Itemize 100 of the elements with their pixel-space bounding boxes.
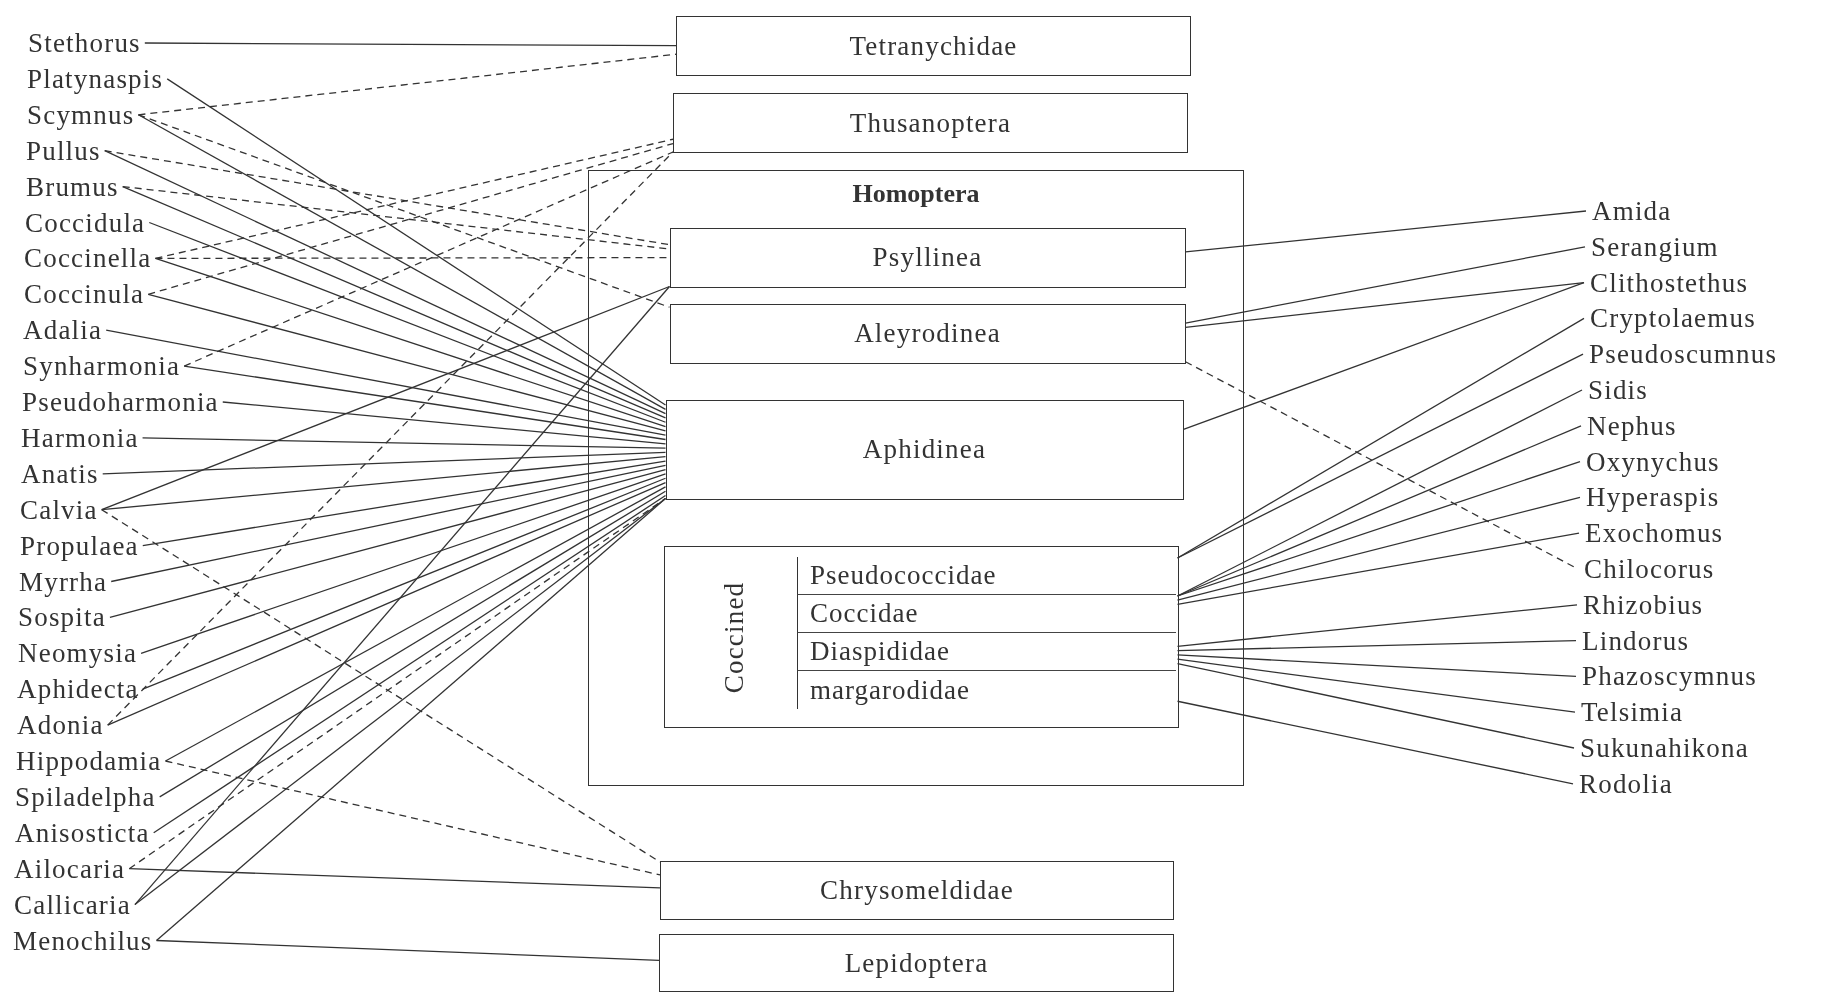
- taxon-box: Aleyrodinea: [669, 303, 1186, 364]
- genus-label: Hippodamia: [16, 745, 162, 777]
- genus-label: Cryptolaemus: [1590, 302, 1756, 335]
- connector-line: [128, 868, 661, 889]
- connector-line: [101, 456, 667, 511]
- connector-line: [1176, 662, 1575, 749]
- connector-line: [147, 293, 667, 432]
- connector-line: [141, 437, 667, 449]
- genus-label: Nephus: [1587, 409, 1677, 442]
- connector-line: [147, 142, 674, 295]
- connector-line: [183, 365, 667, 441]
- group-title: Coccined: [718, 581, 750, 694]
- connector-line: [1176, 639, 1577, 652]
- connector-line: [137, 114, 667, 410]
- connector-line: [1176, 496, 1581, 601]
- connector-line: [148, 221, 667, 423]
- connector-line: [107, 481, 667, 726]
- connector-line: [104, 150, 671, 246]
- genus-label: Anisosticta: [15, 816, 150, 849]
- connector-line: [137, 114, 671, 308]
- connector-line: [1176, 425, 1582, 597]
- connector-line: [122, 185, 667, 419]
- connector-line: [1184, 210, 1587, 253]
- genus-label: Scymnus: [27, 98, 135, 131]
- genus-label: Coccinella: [24, 242, 152, 275]
- connector-line: [154, 257, 667, 428]
- genus-label: Pullus: [26, 134, 101, 167]
- genus-label: Oxynychus: [1586, 445, 1720, 478]
- genus-label: Brumus: [26, 170, 119, 203]
- connector-line: [109, 469, 667, 619]
- connector-line: [105, 329, 667, 436]
- genus-label: Coccidula: [25, 206, 146, 239]
- genus-label: Anatis: [21, 457, 99, 490]
- family-row: Coccidae: [797, 595, 1176, 633]
- connector-line: [134, 285, 671, 906]
- connector-line: [140, 473, 667, 654]
- connector-line: [102, 451, 667, 475]
- connector-line: [144, 42, 677, 47]
- connector-line: [142, 460, 667, 547]
- genus-label: Neomysia: [18, 637, 138, 670]
- genus-label: Telsimia: [1581, 696, 1684, 729]
- genus-label: Pseudoharmonia: [22, 386, 219, 418]
- genus-label: Phazoscymnus: [1582, 660, 1757, 693]
- genus-label: Pseudoscumnus: [1589, 338, 1778, 371]
- taxon-box: Tetranychidae: [676, 16, 1191, 76]
- connector-line: [1176, 700, 1574, 785]
- genus-label: Exochomus: [1585, 517, 1724, 550]
- connector-line: [142, 477, 667, 690]
- genus-label: Menochilus: [13, 924, 153, 957]
- connector-line: [1182, 281, 1585, 431]
- genus-label: Rodolia: [1579, 767, 1673, 800]
- taxon-box: Psyllinea: [669, 227, 1186, 288]
- group-box: [663, 545, 1179, 728]
- connector-line: [155, 939, 660, 961]
- genus-label: Myrrha: [19, 565, 108, 598]
- family-row: Pseudococcidae: [797, 557, 1176, 595]
- connector-line: [101, 285, 671, 511]
- genus-label: Serangium: [1591, 230, 1719, 263]
- genus-label: Sospita: [18, 601, 106, 634]
- connector-line: [1184, 281, 1585, 329]
- group-title: Homoptera: [851, 179, 981, 209]
- genus-label: Synharmonia: [23, 350, 181, 383]
- taxon-box: Thusanoptera: [673, 93, 1188, 153]
- genus-label: Lindorus: [1582, 624, 1690, 657]
- family-row: Diaspididae: [797, 633, 1176, 671]
- genus-label: Rhizobius: [1583, 588, 1704, 621]
- connector-line: [1176, 532, 1580, 605]
- connector-line: [222, 401, 667, 445]
- genus-label: Clithostethus: [1590, 266, 1749, 299]
- genus-label: Propulaea: [20, 529, 139, 562]
- genus-label: Hyperaspis: [1586, 481, 1720, 514]
- genus-label: Sidis: [1588, 374, 1649, 406]
- genus-label: Callicaria: [14, 888, 131, 921]
- genus-label: Chilocorus: [1584, 553, 1715, 585]
- genus-label: Harmonia: [21, 421, 139, 454]
- taxon-box: Aphidinea: [665, 399, 1184, 500]
- genus-label: Aphidecta: [17, 673, 139, 706]
- genus-label: Coccinula: [24, 278, 145, 311]
- connector-line: [1184, 246, 1586, 324]
- connector-line: [1176, 658, 1576, 713]
- group-box: [588, 170, 1244, 786]
- connector-line: [1176, 460, 1581, 597]
- connector-line: [110, 464, 667, 583]
- genus-label: Platynaspis: [27, 62, 164, 95]
- connector-line: [164, 760, 661, 876]
- connector-line: [183, 151, 674, 367]
- connector-line: [166, 78, 667, 406]
- family-row: margarodidae: [797, 671, 1176, 709]
- genus-label: Amida: [1592, 195, 1672, 227]
- taxon-box: Lepidoptera: [659, 934, 1174, 992]
- connector-line: [154, 138, 674, 260]
- taxon-box: Chrysomeldidae: [660, 861, 1174, 920]
- genus-label: Ailocaria: [14, 852, 126, 885]
- genus-label: Adalia: [23, 314, 103, 347]
- connector-line: [1176, 604, 1578, 647]
- connector-line: [104, 150, 667, 415]
- genus-label: Calvia: [20, 493, 98, 526]
- connector-line: [107, 151, 674, 726]
- genus-label: Adonia: [17, 709, 104, 742]
- genus-label: Spiladelpha: [15, 780, 156, 813]
